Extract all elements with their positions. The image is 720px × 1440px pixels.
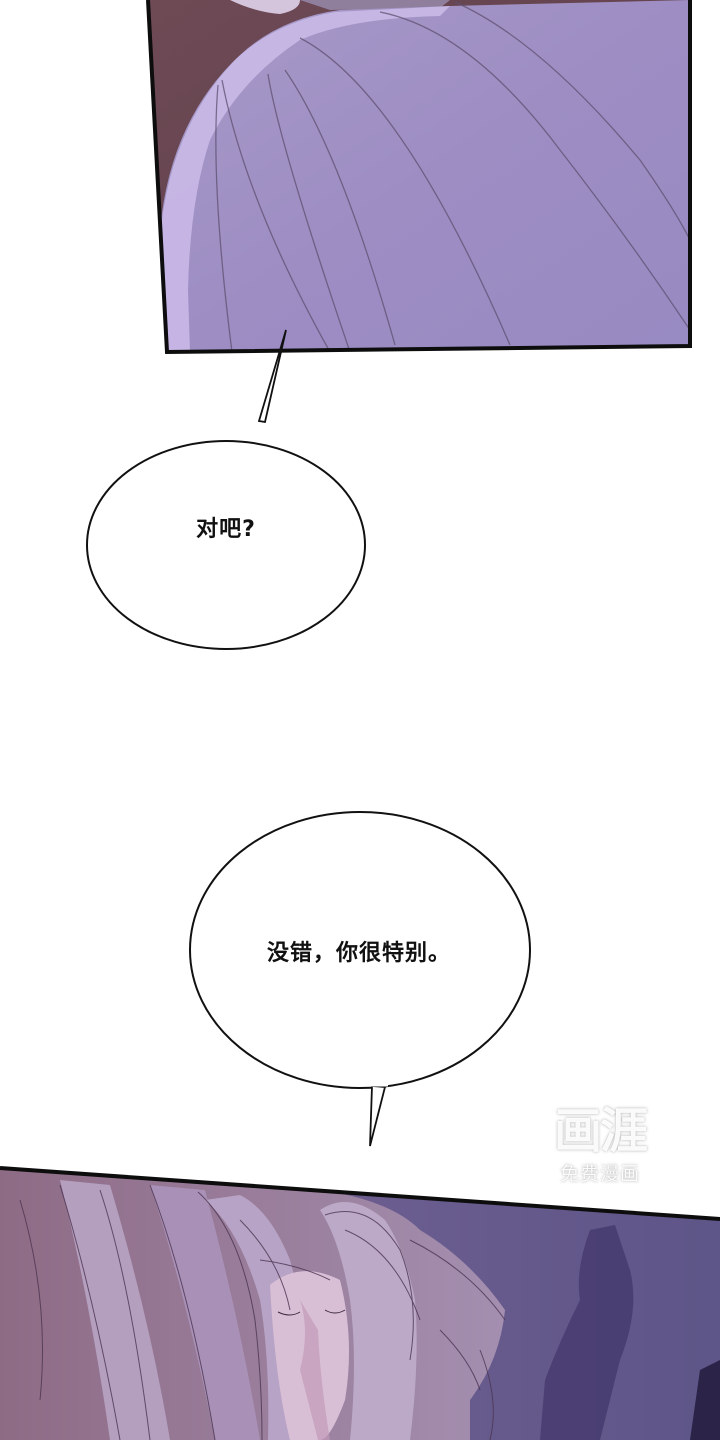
top-panel <box>148 0 690 352</box>
watermark-subtitle: 免费漫画 <box>559 1163 640 1185</box>
watermark: 画涯 免费漫画 <box>538 1100 662 1186</box>
speech-bubble-1-text: 对吧? <box>196 517 256 542</box>
speech-bubble-1 <box>86 329 366 650</box>
bottom-panel-border <box>0 1166 720 1221</box>
speech-bubble-2 <box>189 811 531 1147</box>
watermark-logo: 画涯 <box>553 1103 648 1159</box>
bottom-panel <box>0 1168 720 1440</box>
top-panel-border <box>146 0 692 355</box>
speech-bubble-2-text: 没错，你很特别。 <box>266 941 452 966</box>
